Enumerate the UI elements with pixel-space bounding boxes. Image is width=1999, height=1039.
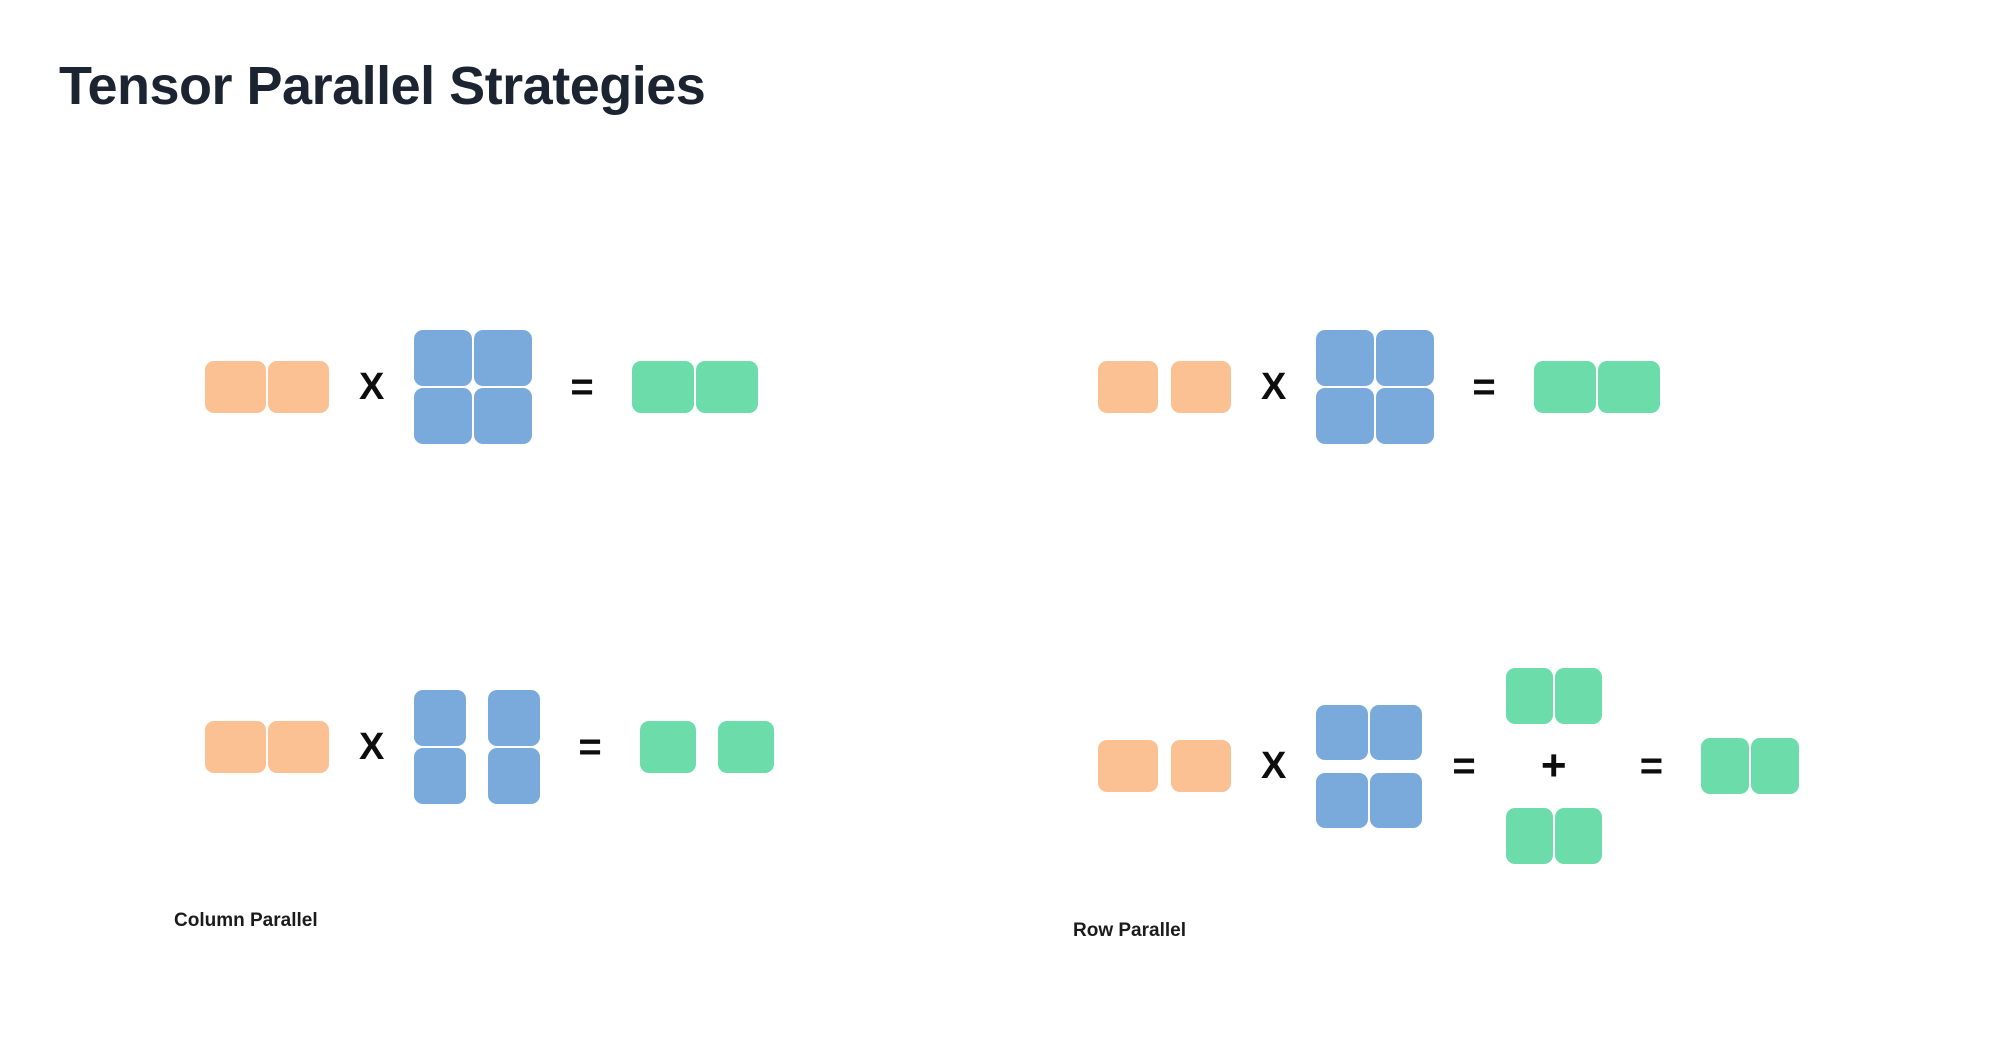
matrix-cell: [717, 721, 774, 773]
matrix-cell: [488, 748, 541, 804]
matrix-cell: [1370, 772, 1423, 828]
operator-times: X: [1261, 745, 1287, 787]
operator-equals: =: [1452, 744, 1476, 788]
matrix-cell: [414, 330, 473, 386]
matrix-row: [414, 330, 533, 386]
matrix-cell: [1171, 361, 1231, 413]
matrix-cell: [1098, 361, 1158, 413]
matrix-cell: [1376, 330, 1435, 386]
matrix-row: [1316, 388, 1435, 444]
matrix-shard-row: [1316, 704, 1423, 760]
operator-equals: =: [1639, 744, 1664, 788]
matrix-shard-row: [1316, 772, 1423, 828]
matrix-weight-blue: [414, 330, 533, 444]
matrix-partial-output: [1505, 668, 1602, 724]
matrix-cell: [695, 361, 758, 413]
matrix-cell: [474, 388, 533, 444]
matrix-partial-output: [1505, 808, 1602, 864]
caption-column-parallel: Column Parallel: [174, 910, 318, 931]
matrix-cell: [414, 748, 467, 804]
panel-column-parallel: X = X: [140, 250, 940, 931]
panel-row-parallel: X = X: [1040, 250, 1980, 941]
matrix-input-orange: [205, 361, 329, 413]
matrix-cell: [1171, 740, 1231, 792]
matrix-cell: [414, 690, 467, 746]
matrix-cell: [474, 330, 533, 386]
matrix-cell: [268, 361, 329, 413]
matrix-weight-blue: [1316, 330, 1435, 444]
operator-equals: =: [570, 365, 594, 409]
matrix-cell: [1316, 772, 1369, 828]
equation-row-parallel-sharded: X = + =: [1098, 668, 1800, 864]
matrix-input-orange-column-sharded: [1098, 740, 1231, 792]
partial-sum-stack: +: [1505, 668, 1602, 864]
matrix-weight-blue-column-sharded: [414, 690, 541, 804]
matrix-output-green: [1533, 361, 1660, 413]
matrix-shard-column: [488, 690, 541, 804]
matrix-weight-blue-row-sharded: [1316, 704, 1423, 828]
operator-equals: =: [1472, 365, 1496, 409]
matrix-cell: [1370, 704, 1423, 760]
equation-column-parallel-sharded: X =: [205, 690, 774, 804]
matrix-output-green-reduced: [1701, 738, 1800, 794]
matrix-output-green-column-sharded: [639, 721, 774, 773]
matrix-cell: [414, 388, 473, 444]
matrix-cell: [268, 721, 329, 773]
matrix-cell: [205, 721, 266, 773]
equation-row-parallel-unsharded: X =: [1098, 330, 1660, 444]
matrix-cell: [1554, 668, 1602, 724]
matrix-cell: [205, 361, 266, 413]
matrix-row: [1316, 330, 1435, 386]
operator-times: X: [359, 726, 385, 768]
matrix-row: [414, 388, 533, 444]
matrix-cell: [1316, 388, 1375, 444]
matrix-cell: [488, 690, 541, 746]
matrix-input-orange: [205, 721, 329, 773]
matrix-cell: [1098, 740, 1158, 792]
operator-times: X: [359, 366, 385, 408]
matrix-output-green: [631, 361, 758, 413]
operator-times: X: [1261, 366, 1287, 408]
matrix-shard-column: [414, 690, 467, 804]
operator-plus: +: [1540, 741, 1567, 790]
matrix-cell: [1701, 738, 1750, 794]
matrix-cell: [631, 361, 694, 413]
matrix-cell: [1533, 361, 1596, 413]
matrix-input-orange-column-sharded: [1098, 361, 1231, 413]
matrix-cell: [1554, 808, 1602, 864]
page-title: Tensor Parallel Strategies: [59, 56, 706, 116]
equation-column-parallel-unsharded: X =: [205, 330, 758, 444]
matrix-cell: [1597, 361, 1660, 413]
operator-equals: =: [578, 725, 602, 769]
caption-row-parallel: Row Parallel: [1073, 920, 1186, 941]
matrix-cell: [1376, 388, 1435, 444]
matrix-cell: [1751, 738, 1800, 794]
matrix-cell: [1505, 668, 1553, 724]
matrix-cell: [1505, 808, 1553, 864]
matrix-cell: [1316, 704, 1369, 760]
matrix-cell: [1316, 330, 1375, 386]
matrix-cell: [639, 721, 696, 773]
